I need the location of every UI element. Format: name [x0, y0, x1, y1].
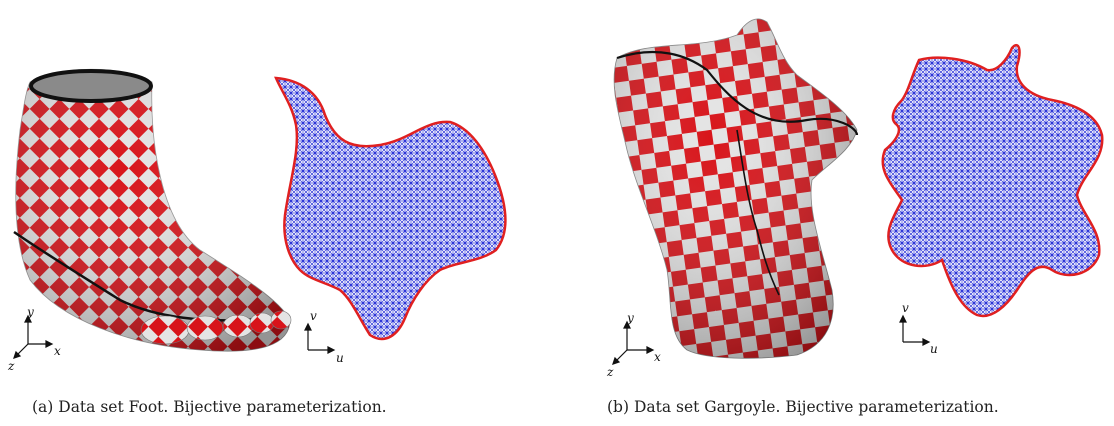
- axes-2d-a: [304, 322, 336, 354]
- axis-label-u: u: [336, 351, 344, 365]
- uv-parameterization-foot: [274, 76, 507, 341]
- axes-2d-b: [899, 314, 931, 346]
- axis-label-v: v: [902, 301, 909, 315]
- axes-3d-b: [612, 320, 655, 365]
- toes: [140, 310, 292, 345]
- figure-a-graphics: y x z v u: [7, 68, 507, 373]
- axis-label-y: y: [26, 305, 34, 319]
- uv-parameterization-gargoyle: [881, 43, 1104, 318]
- figure-b-graphics: y x z v u: [606, 18, 1104, 379]
- caption-a: (a) Data set Foot. Bijective parameteriz…: [32, 398, 387, 416]
- ankle-opening: [29, 69, 153, 103]
- cut-seam-gargoyle-top: [616, 50, 859, 136]
- axis-label-z: z: [606, 365, 614, 379]
- figure-panel-a: y x z v u (a) Data set Foot. Bijective p…: [7, 68, 507, 416]
- axes-3d-a: [13, 314, 54, 359]
- axis-label-x: x: [54, 344, 61, 358]
- cut-seam-gargoyle-side: [736, 129, 780, 296]
- caption-b: (b) Data set Gargoyle. Bijective paramet…: [607, 398, 999, 416]
- axis-label-z: z: [7, 359, 15, 373]
- figure-panel-b: y x z v u (b) Data set Gargoyle. Bijecti…: [557, 0, 1114, 426]
- gargoyle-model: [613, 18, 859, 359]
- axis-label-y: y: [626, 311, 634, 325]
- axis-label-u: u: [930, 342, 938, 356]
- axis-label-v: v: [310, 309, 317, 323]
- axis-label-x: x: [654, 350, 661, 364]
- foot-model: [13, 68, 292, 352]
